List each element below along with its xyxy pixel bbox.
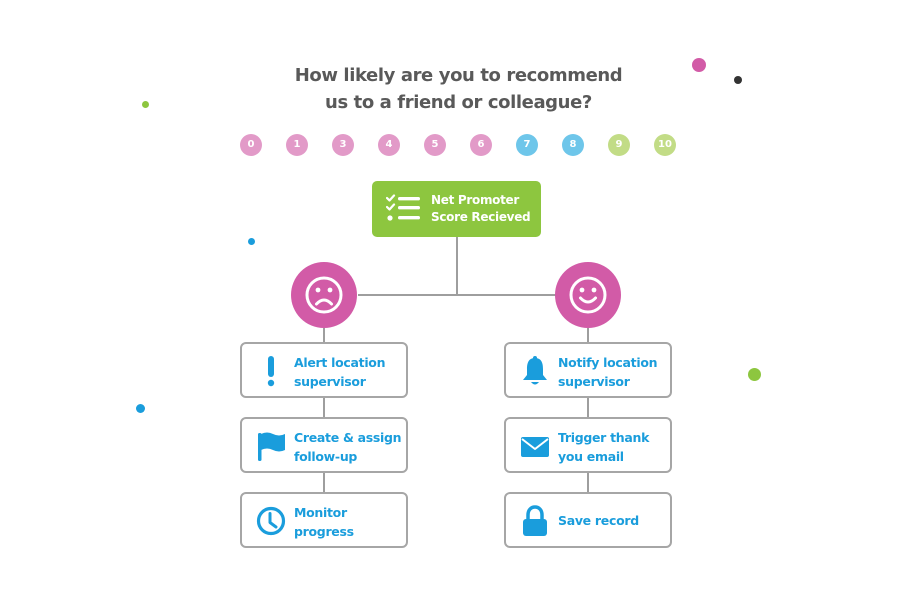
decorative-dot-blue (136, 404, 145, 413)
connector-root-down (456, 237, 458, 296)
exclamation-icon (267, 356, 275, 387)
decorative-dot-dark (734, 76, 742, 84)
step-label: Monitor progress (294, 503, 354, 541)
score-3[interactable]: 3 (332, 134, 354, 156)
step-label-line-1: Alert location (294, 355, 386, 370)
step-label-line-1: Save record (558, 513, 639, 528)
step-label-line-2: supervisor (558, 374, 630, 389)
sad-face-icon (305, 276, 343, 314)
checklist-icon (386, 194, 420, 221)
root-label: Net Promoter Score Recieved (431, 192, 531, 226)
question-line-2: us to a friend or colleague? (325, 92, 592, 113)
step-create-assign-follow-up: Create & assign follow-up (240, 417, 408, 473)
lock-icon (523, 505, 547, 536)
nps-received-node: Net Promoter Score Recieved (372, 181, 541, 237)
connector-left-2 (323, 398, 325, 417)
decorative-dot-blue (248, 238, 255, 245)
score-5[interactable]: 5 (424, 134, 446, 156)
step-label: Notify location supervisor (558, 353, 658, 391)
happy-face-icon (569, 276, 607, 314)
score-9[interactable]: 9 (608, 134, 630, 156)
clock-icon (256, 506, 286, 536)
connector-right-3 (587, 473, 589, 492)
promoter-node (555, 262, 621, 328)
step-label-line-2: progress (294, 524, 354, 539)
step-label-line-1: Create & assign (294, 430, 402, 445)
step-notify-location-supervisor: Notify location supervisor (504, 342, 672, 398)
connector-left-3 (323, 473, 325, 492)
score-7[interactable]: 7 (516, 134, 538, 156)
step-trigger-thank-you-email: Trigger thank you email (504, 417, 672, 473)
score-8[interactable]: 8 (562, 134, 584, 156)
step-save-record: Save record (504, 492, 672, 548)
step-label-line-2: follow-up (294, 449, 358, 464)
step-label: Save record (558, 511, 639, 530)
decorative-dot-magenta (692, 58, 706, 72)
step-label-line-1: Trigger thank (558, 430, 650, 445)
connector-right-1 (587, 328, 589, 342)
bell-icon (523, 356, 547, 385)
decorative-dot-green (748, 368, 761, 381)
step-monitor-progress: Monitor progress (240, 492, 408, 548)
step-alert-location-supervisor: Alert location supervisor (240, 342, 408, 398)
root-label-line-2: Score Recieved (431, 210, 531, 224)
connector-right-2 (587, 398, 589, 417)
rating-scale: 0 1 3 4 5 6 7 8 9 10 (0, 134, 917, 156)
connector-horizontal (358, 294, 558, 296)
envelope-icon (521, 437, 549, 457)
detractor-node (291, 262, 357, 328)
step-label: Create & assign follow-up (294, 428, 402, 466)
score-0[interactable]: 0 (240, 134, 262, 156)
step-label: Trigger thank you email (558, 428, 649, 466)
survey-question: How likely are you to recommend us to a … (0, 62, 917, 116)
question-line-1: How likely are you to recommend (294, 65, 623, 86)
score-6[interactable]: 6 (470, 134, 492, 156)
step-label: Alert location supervisor (294, 353, 386, 391)
score-1[interactable]: 1 (286, 134, 308, 156)
decorative-dot-green (142, 101, 149, 108)
step-label-line-1: Monitor (294, 505, 347, 520)
flag-icon (258, 432, 285, 461)
connector-left-1 (323, 328, 325, 342)
score-10[interactable]: 10 (654, 134, 676, 156)
root-label-line-1: Net Promoter (431, 193, 519, 207)
step-label-line-2: supervisor (294, 374, 366, 389)
step-label-line-2: you email (558, 449, 624, 464)
score-4[interactable]: 4 (378, 134, 400, 156)
step-label-line-1: Notify location (558, 355, 658, 370)
